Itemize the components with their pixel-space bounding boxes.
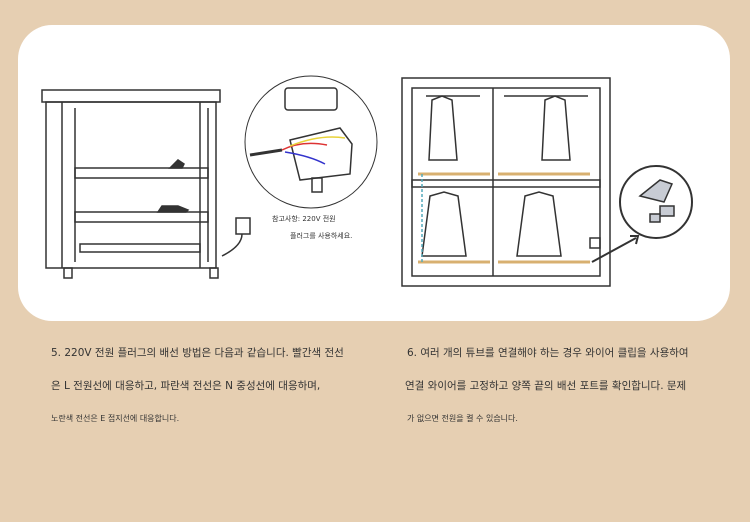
illustration-panel [18, 25, 730, 321]
step5-line1: 5. 220V 전원 플러그의 배선 방법은 다음과 같습니다. 빨간색 전선 [51, 347, 344, 359]
plug-detail-drawing [244, 75, 378, 209]
step6-line3: 가 없으면 전원을 켤 수 있습니다. [407, 414, 518, 423]
cabinet-left-drawing [41, 89, 251, 279]
wardrobe-right-drawing [401, 77, 640, 287]
step5-line2: 은 L 전원선에 대응하고, 파란색 전선은 N 중성선에 대응하며, [51, 380, 321, 392]
step6-line1: 6. 여러 개의 튜브를 연결해야 하는 경우 와이어 클립을 사용하여 [407, 347, 689, 359]
step5-line3: 노란색 전선은 E 접지선에 대응합니다. [51, 414, 180, 423]
wire-clip-detail-drawing [619, 165, 693, 239]
plug-note-line1: 참고사항: 220V 전원 [272, 215, 336, 223]
plug-note-line2: 플러그를 사용하세요. [290, 232, 353, 240]
step6-line2: 연결 와이어를 고정하고 양쪽 끝의 배선 포트를 확인합니다. 문제 [405, 380, 687, 392]
